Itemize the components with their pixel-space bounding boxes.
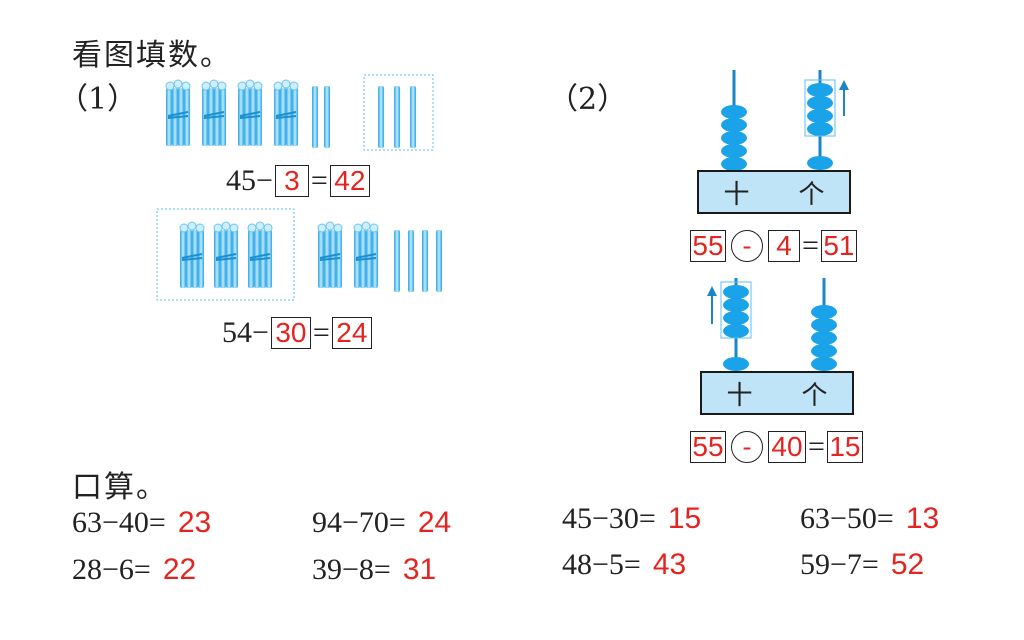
- oral-item: 94−70= 24: [312, 506, 451, 540]
- question: 48−5=: [562, 548, 641, 581]
- answer-box[interactable]: 55: [690, 230, 726, 262]
- part2-equation-1: 55 - 4 = 51: [688, 229, 859, 263]
- minuend: 54: [222, 316, 252, 349]
- answer-box[interactable]: 30: [270, 317, 311, 349]
- operator-circle[interactable]: -: [731, 230, 763, 262]
- minuend: 45: [226, 164, 256, 197]
- abacus-top-rods: [721, 70, 849, 172]
- answer-box[interactable]: 51: [820, 230, 857, 262]
- answer-box[interactable]: 4: [768, 230, 800, 262]
- answer[interactable]: 22: [162, 553, 197, 586]
- answer[interactable]: 52: [890, 548, 925, 581]
- operator-circle[interactable]: -: [731, 431, 763, 463]
- oral-item: 59−7= 52: [800, 548, 924, 582]
- oral-section-title: 口算。: [72, 470, 168, 505]
- question: 63−50=: [800, 502, 894, 535]
- answer-box[interactable]: 40: [768, 431, 806, 463]
- part2-label: （2）: [548, 82, 628, 117]
- minus-sign: −: [256, 164, 273, 197]
- part1-equation-1: 45 − 3 = 42: [226, 164, 372, 198]
- oral-item: 48−5= 43: [562, 548, 686, 582]
- answer[interactable]: 31: [402, 553, 437, 586]
- answer[interactable]: 43: [652, 548, 687, 581]
- abacus-bottom-rods: [707, 278, 837, 372]
- tens-label: 十: [726, 380, 753, 411]
- answer-box[interactable]: 42: [329, 165, 370, 197]
- oral-item: 45−30= 15: [562, 502, 701, 536]
- oral-item: 39−8= 31: [312, 553, 436, 587]
- sticks-illustration-2: [156, 208, 442, 301]
- answer-box[interactable]: 3: [274, 165, 309, 197]
- ones-label: 个: [798, 179, 825, 210]
- question: 63−40=: [72, 506, 166, 539]
- ones-label: 个: [801, 380, 828, 411]
- minus-sign: −: [252, 316, 269, 349]
- equals-sign: =: [802, 229, 819, 262]
- answer[interactable]: 24: [417, 506, 452, 539]
- part1-equation-2: 54 − 30 = 24: [222, 316, 374, 350]
- question: 94−70=: [312, 506, 406, 539]
- part1-label: （1）: [58, 82, 138, 117]
- question: 59−7=: [800, 548, 879, 581]
- tens-label: 十: [723, 179, 750, 210]
- sticks-illustration-1: [165, 74, 434, 151]
- equals-sign: =: [312, 316, 330, 349]
- answer[interactable]: 15: [667, 502, 702, 535]
- abacus-bottom-base: 十 个: [700, 371, 854, 415]
- answer-box[interactable]: 24: [331, 317, 372, 349]
- equals-sign: =: [808, 430, 825, 463]
- oral-item: 63−40= 23: [72, 506, 211, 540]
- question: 45−30=: [562, 502, 656, 535]
- oral-item: 63−50= 13: [800, 502, 939, 536]
- answer-box[interactable]: 55: [690, 431, 726, 463]
- equals-sign: =: [310, 164, 328, 197]
- answer-box[interactable]: 15: [826, 431, 863, 463]
- answer[interactable]: 13: [905, 502, 940, 535]
- abacus-top-base: 十 个: [697, 170, 851, 214]
- answer[interactable]: 23: [177, 506, 212, 539]
- part2-equation-2: 55 - 40 = 15: [688, 430, 865, 464]
- question: 28−6=: [72, 553, 151, 586]
- oral-item: 28−6= 22: [72, 553, 196, 587]
- page-title: 看图填数。: [72, 38, 232, 73]
- question: 39−8=: [312, 553, 391, 586]
